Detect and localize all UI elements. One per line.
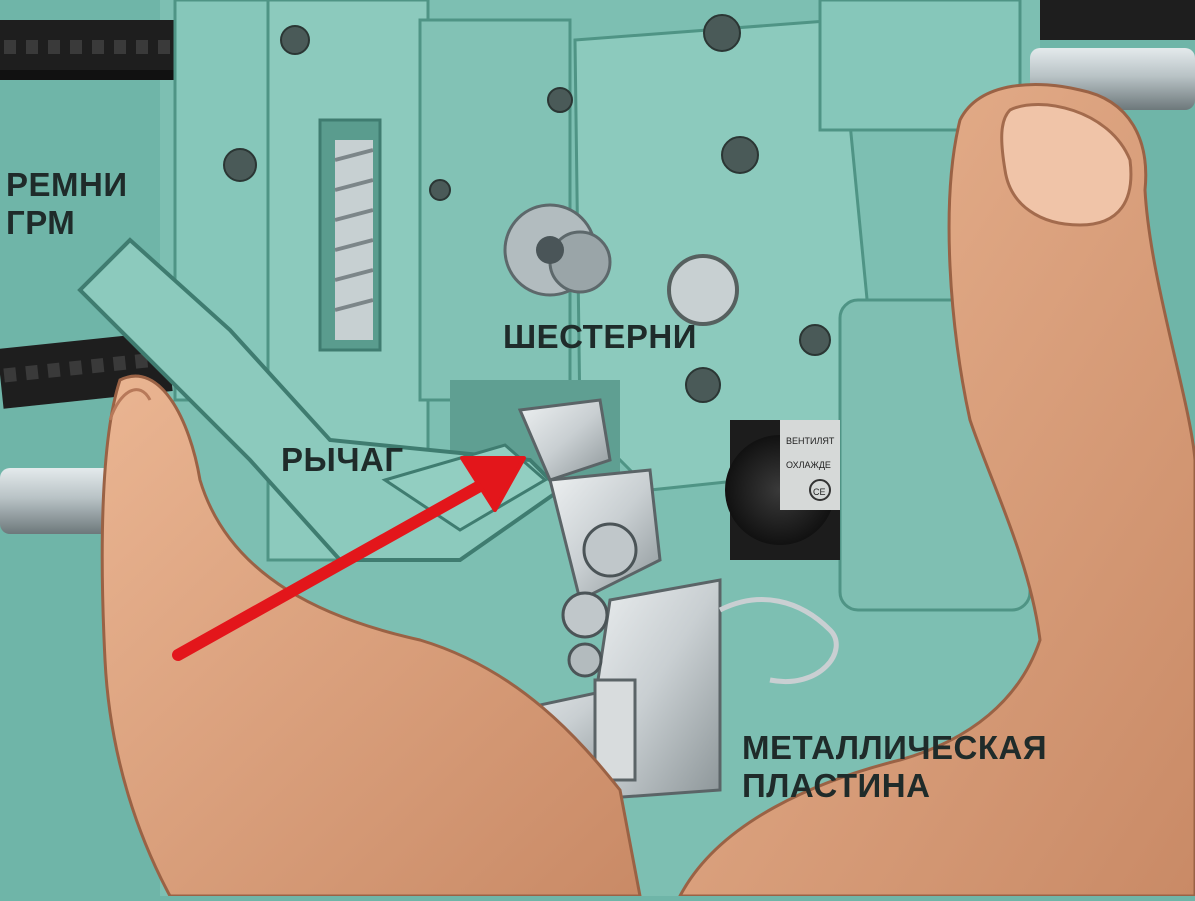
left-hand	[100, 374, 642, 898]
label-timing-belts-line2: ГРМ	[6, 204, 76, 241]
label-gears: ШЕСТЕРНИ	[503, 318, 697, 355]
worm-gear	[334, 140, 374, 340]
fan-ce-mark: CE	[813, 487, 826, 497]
label-lever: РЫЧАГ	[281, 441, 404, 478]
timing-belt-right	[1040, 0, 1195, 40]
drive-gears	[503, 203, 612, 297]
housing-screws	[223, 14, 831, 403]
fan-label-line1: ВЕНТИЛЯТ	[786, 436, 835, 446]
label-metal-plate-line2: ПЛАСТИНА	[742, 767, 931, 804]
bearing	[667, 254, 739, 326]
red-arrow	[172, 456, 526, 661]
label-metal-plate: МЕТАЛЛИЧЕСКАЯ ПЛАСТИНА	[742, 729, 1047, 805]
label-timing-belts: РЕМНИ ГРМ	[6, 166, 128, 242]
fan-label-line2: ОХЛАЖДЕ	[786, 460, 831, 470]
cooling-fan	[725, 420, 840, 560]
label-timing-belts-line1: РЕМНИ	[6, 166, 128, 203]
right-hand	[677, 82, 1195, 898]
label-metal-plate-line1: МЕТАЛЛИЧЕСКАЯ	[742, 729, 1048, 766]
